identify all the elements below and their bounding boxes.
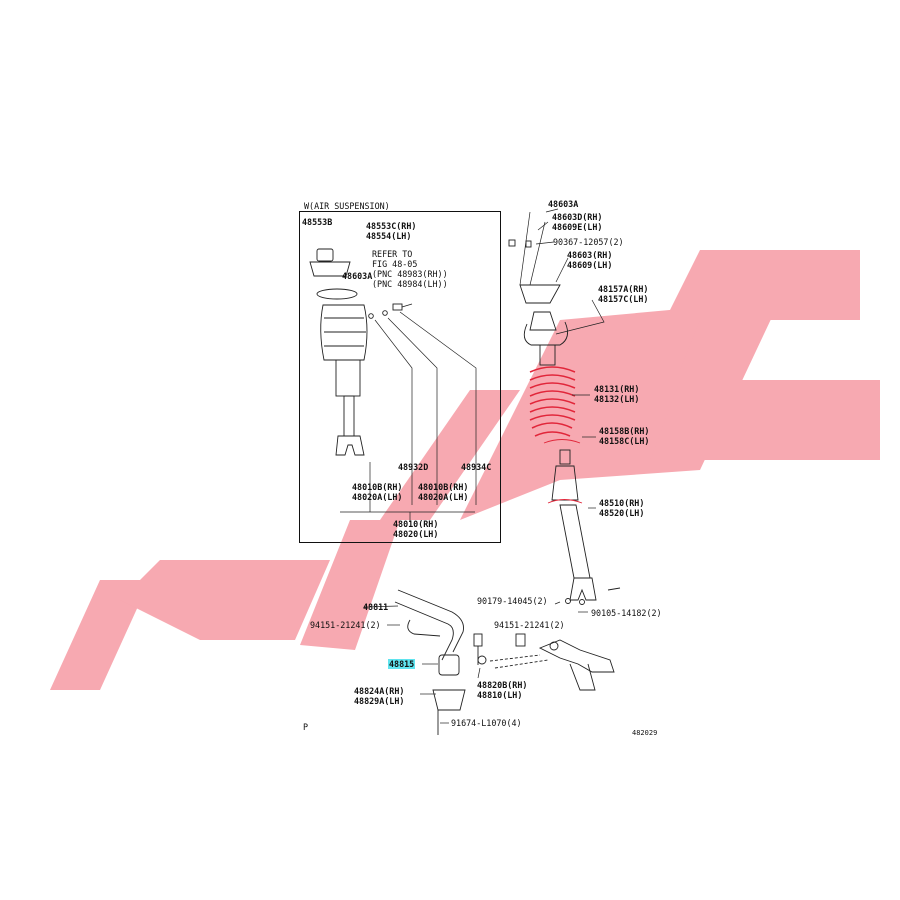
part-48553B[interactable]: 48553B [302,217,333,227]
part-48603A-box[interactable]: 48603A [342,271,373,281]
coil-strut-drawing [508,211,621,605]
part-48520[interactable]: 48520(LH) [599,508,645,518]
part-48158B[interactable]: 48158B(RH) [599,426,650,436]
part-48157A[interactable]: 48157A(RH) [598,284,649,294]
part-48603A[interactable]: 48603A [548,199,579,209]
air-strut-drawing [309,248,413,456]
lower-arm-drawing [538,639,615,691]
part-91674[interactable]: 91674-L1070(4) [451,718,522,728]
part-94151-b[interactable]: 94151-21241(2) [494,620,565,630]
refer-note-line-1: REFER TO [372,249,413,259]
part-48603[interactable]: 48603(RH) [567,250,613,260]
part-48932D[interactable]: 48932D [398,462,429,472]
part-94151-a[interactable]: 94151-21241(2) [310,620,381,630]
part-48553C[interactable]: 48553C(RH) [366,221,417,231]
part-48824A[interactable]: 48824A(RH) [354,686,405,696]
part-48609E[interactable]: 48609E(LH) [552,222,603,232]
part-48020A-a[interactable]: 48020A(LH) [352,492,403,502]
part-48020A-b[interactable]: 48020A(LH) [418,492,469,502]
part-48157C[interactable]: 48157C(LH) [598,294,649,304]
part-48131[interactable]: 48131(RH) [594,384,640,394]
part-90367[interactable]: 90367-12057(2) [553,237,624,247]
air-suspension-frame [299,211,501,543]
part-48815-highlighted[interactable]: 48815 [388,659,416,669]
part-48554[interactable]: 48554(LH) [366,231,412,241]
part-48010B-a[interactable]: 48010B(RH) [352,482,403,492]
part-48934C[interactable]: 48934C [461,462,492,472]
part-48510[interactable]: 48510(RH) [599,498,645,508]
part-90179[interactable]: 90179-14045(2) [477,596,548,606]
footer-left-mark: P [303,722,309,732]
part-48158C[interactable]: 48158C(LH) [599,436,650,446]
part-48829A[interactable]: 48829A(LH) [354,696,405,706]
part-48820B[interactable]: 48820B(RH) [477,680,528,690]
part-48132[interactable]: 48132(LH) [594,394,640,404]
figure-code: 482029 [632,729,658,737]
refer-note-line-2: FIG 48-05 [372,259,418,269]
part-48010B-b[interactable]: 48010B(RH) [418,482,469,492]
air-leader-lines [340,311,477,522]
part-48810[interactable]: 48810(LH) [477,690,523,700]
refer-note-line-4: (PNC 48984(LH)) [372,279,448,289]
refer-note-line-3: (PNC 48983(RH)) [372,269,448,279]
part-48020[interactable]: 48020(LH) [393,529,439,539]
part-48010[interactable]: 48010(RH) [393,519,439,529]
stabilizer-drawing [394,589,549,735]
stabilizer-leader-lines [363,605,481,724]
part-90105[interactable]: 90105-14182(2) [591,608,662,618]
watermark-shapes [50,250,880,690]
part-48603D[interactable]: 48603D(RH) [552,212,603,222]
part-48609[interactable]: 48609(LH) [567,260,613,270]
air-suspension-title: W(AIR SUSPENSION) [304,201,390,211]
strut-leader-lines [535,208,605,613]
part-48811[interactable]: 48811 [363,602,389,612]
